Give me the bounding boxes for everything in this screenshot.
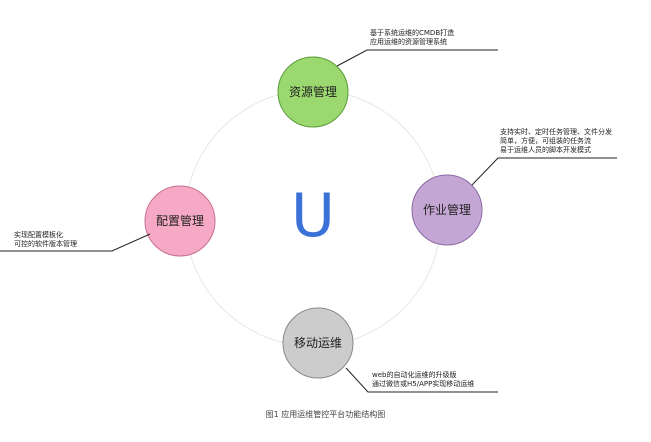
- node-resource-label: 资源管理: [288, 85, 337, 99]
- note-line: 简单，方便，可组装的任务流: [500, 137, 591, 145]
- note-mobile: web的自动化运维的升级版 通过微信或H5/APP实现移动运维: [372, 371, 474, 389]
- note-line: 应用运维的资源管理系统: [370, 38, 447, 46]
- node-mobile-circle: [282, 307, 354, 379]
- note-line: 可控的软件版本管理: [14, 240, 77, 248]
- node-job-circle: [411, 174, 483, 246]
- leader-line-job: [471, 157, 617, 186]
- leader-line-config: [0, 233, 151, 252]
- node-mobile-label: 移动运维: [293, 336, 342, 350]
- node-job-label: 作业管理: [422, 203, 471, 217]
- node-config-circle: [144, 185, 216, 257]
- note-config: 实现配置模板化 可控的软件版本管理: [14, 231, 77, 249]
- note-line: 易于运维人员的脚本开发模式: [500, 146, 591, 154]
- node-config-label: 配置管理: [155, 214, 204, 228]
- center-logo: U: [291, 181, 335, 251]
- note-line: 基于系统运维的CMDB打造: [370, 29, 455, 37]
- note-resource: 基于系统运维的CMDB打造 应用运维的资源管理系统: [370, 29, 454, 47]
- note-job: 支持实时、定时任务管理、文件分发 简单，方便，可组装的任务流 易于运维人员的脚本…: [500, 128, 612, 155]
- note-line: 支持实时、定时任务管理、文件分发: [500, 128, 612, 136]
- note-line: 实现配置模板化: [14, 231, 63, 239]
- figure-caption: 图1 应用运维管控平台功能结构图: [265, 410, 386, 419]
- leader-line-mobile: [345, 367, 498, 393]
- note-line: web的自动化运维的升级版: [372, 371, 457, 379]
- note-line: 通过微信或H5/APP实现移动运维: [372, 380, 475, 388]
- node-resource-circle: [277, 56, 349, 128]
- leader-line-resource: [336, 49, 498, 67]
